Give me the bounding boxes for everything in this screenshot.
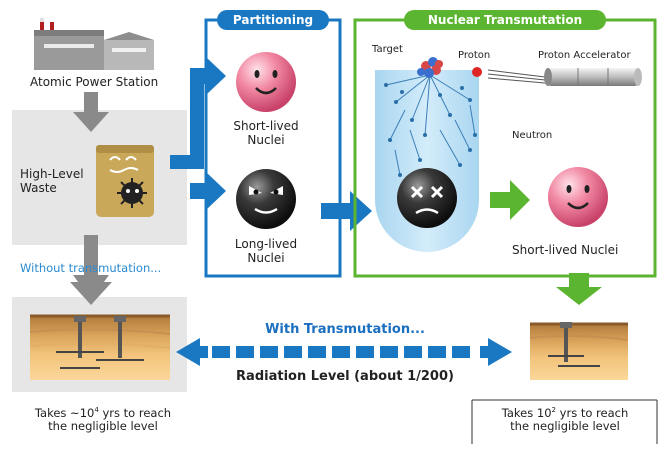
disposal-left-icon bbox=[29, 314, 171, 380]
target-nucleus-icon bbox=[417, 57, 443, 78]
dashed-arrow-body bbox=[212, 346, 470, 358]
waste-drum-icon bbox=[96, 145, 154, 217]
short-lived-nucleus-icon bbox=[236, 52, 296, 112]
proton-label: Proton bbox=[458, 50, 491, 61]
arrow-to-short bbox=[170, 58, 226, 169]
neutron-dots bbox=[384, 83, 477, 177]
dashed-arrow-left-head bbox=[176, 338, 208, 366]
without-transmutation-label: Without transmutation... bbox=[20, 261, 162, 275]
proton-accelerator-label: Proton Accelerator bbox=[538, 50, 631, 61]
result-short-lived-label: Short-lived Nuclei bbox=[512, 243, 619, 257]
radiation-level-label: Radiation Level (about 1/200) bbox=[236, 369, 454, 384]
partitioning-header: Partitioning bbox=[217, 10, 329, 30]
right-caption-frame bbox=[471, 399, 658, 444]
green-arrow-down bbox=[556, 273, 602, 305]
result-short-lived-nucleus-icon bbox=[548, 167, 608, 227]
neutron-label: Neutron bbox=[512, 130, 553, 141]
proton-accelerator-icon bbox=[544, 68, 642, 86]
power-station-icon bbox=[34, 18, 154, 70]
dashed-arrow-right-head bbox=[480, 338, 512, 366]
proton-icon bbox=[472, 67, 482, 77]
arrow-down-stub bbox=[84, 238, 98, 260]
neutron-scatter bbox=[385, 74, 476, 176]
arrow-to-long bbox=[190, 160, 226, 209]
arrow-down-3 bbox=[70, 276, 112, 305]
disposal-right-icon bbox=[529, 322, 629, 380]
arrow-down-1 bbox=[73, 92, 109, 132]
green-arrow-right bbox=[490, 180, 530, 220]
transmuting-nucleus-icon bbox=[397, 168, 457, 228]
power-station-label: Atomic Power Station bbox=[30, 75, 159, 89]
with-transmutation-label: With Transmutation... bbox=[265, 322, 425, 337]
proton-beam bbox=[487, 69, 546, 84]
arrow-to-transmutation bbox=[321, 191, 372, 231]
long-lived-nucleus-icon bbox=[236, 169, 296, 229]
target-label: Target bbox=[372, 44, 403, 55]
transmutation-header: Nuclear Transmutation bbox=[404, 10, 606, 30]
